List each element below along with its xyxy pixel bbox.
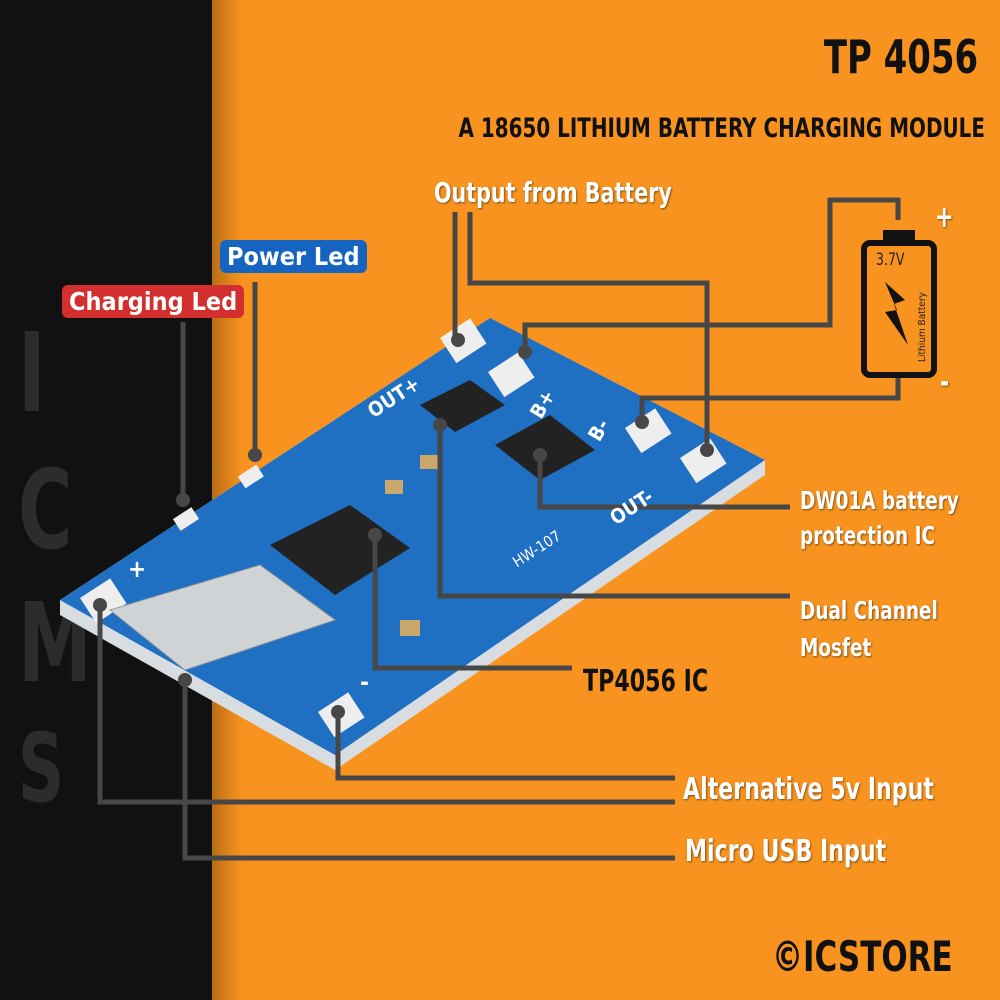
power-led	[237, 464, 264, 489]
watermark-letter: I	[18, 309, 46, 437]
capacitor	[400, 620, 420, 636]
pcb-label-minus: -	[360, 668, 369, 696]
pcb-label-plus: +	[128, 555, 147, 583]
pad-out-minus	[680, 438, 727, 484]
battery-type: Lithium Battery	[917, 292, 928, 362]
label-output-from-battery: Output from Battery	[434, 176, 672, 209]
label-tp4056-ic: TP4056 IC	[583, 664, 709, 699]
battery-voltage: 3.7V	[876, 250, 905, 270]
label-mosfet: Dual Channel	[800, 596, 938, 625]
pcb-board	[60, 318, 765, 770]
label-power-led: Power Led	[220, 240, 367, 273]
label-charging-led: Charging Led	[62, 285, 245, 318]
callout-dots	[93, 333, 714, 719]
pad-b-plus	[488, 352, 535, 398]
label-mosfet-2: Mosfet	[800, 633, 872, 662]
label-usb-input: Micro USB Input	[685, 834, 887, 869]
lightning-icon	[885, 282, 908, 345]
watermark-letter: C	[18, 446, 73, 574]
label-dw01a-2: protection IC	[800, 521, 935, 550]
dw01a-chip	[495, 415, 595, 480]
page-title: TP 4056	[823, 30, 978, 84]
tp4056-chip	[270, 505, 410, 595]
label-dw01a: DW01A battery	[800, 486, 959, 515]
capacitor	[420, 455, 438, 469]
brand-logo: ©ICSTORE	[772, 932, 953, 981]
pad-b-minus	[625, 408, 672, 454]
battery-icon	[861, 230, 937, 378]
page-subtitle: A 18650 LITHIUM BATTERY CHARGING MODULE	[458, 113, 985, 144]
battery-plus: +	[935, 200, 954, 235]
capacitor	[385, 480, 403, 494]
watermark-letter: S	[18, 714, 65, 824]
micro-usb-connector	[108, 564, 337, 671]
charging-led	[172, 507, 200, 531]
label-alt-input: Alternative 5v Input	[683, 772, 934, 807]
battery-minus: -	[940, 365, 950, 400]
callout-lines	[97, 197, 901, 861]
